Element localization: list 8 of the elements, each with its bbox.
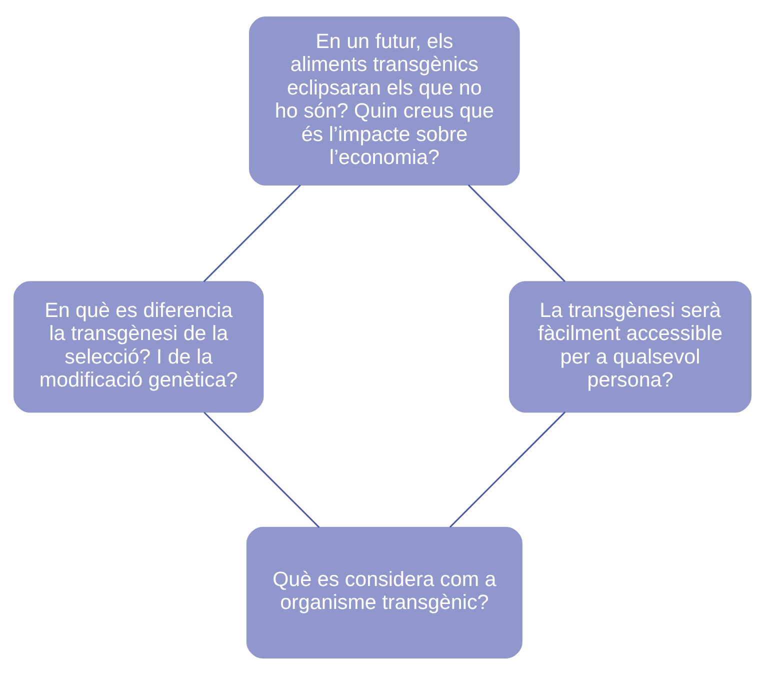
node-box: Què es considera com a organisme transgènic? xyxy=(246,526,522,658)
connector xyxy=(448,412,566,528)
node-box: La transgènesi serà fàcilment accessible per a qualsevol persona? xyxy=(508,281,751,413)
connector xyxy=(202,184,300,282)
node-box: En un futur, els aliments transgènics eclipsaran els que no ho són? Quin creus que és l’impacte sobre l’economia? xyxy=(248,16,520,186)
connector xyxy=(203,412,320,528)
node-box: En què es diferencia la transgènesi de la selecció? I de la modificació genètica? xyxy=(13,281,264,413)
connector xyxy=(467,184,565,282)
